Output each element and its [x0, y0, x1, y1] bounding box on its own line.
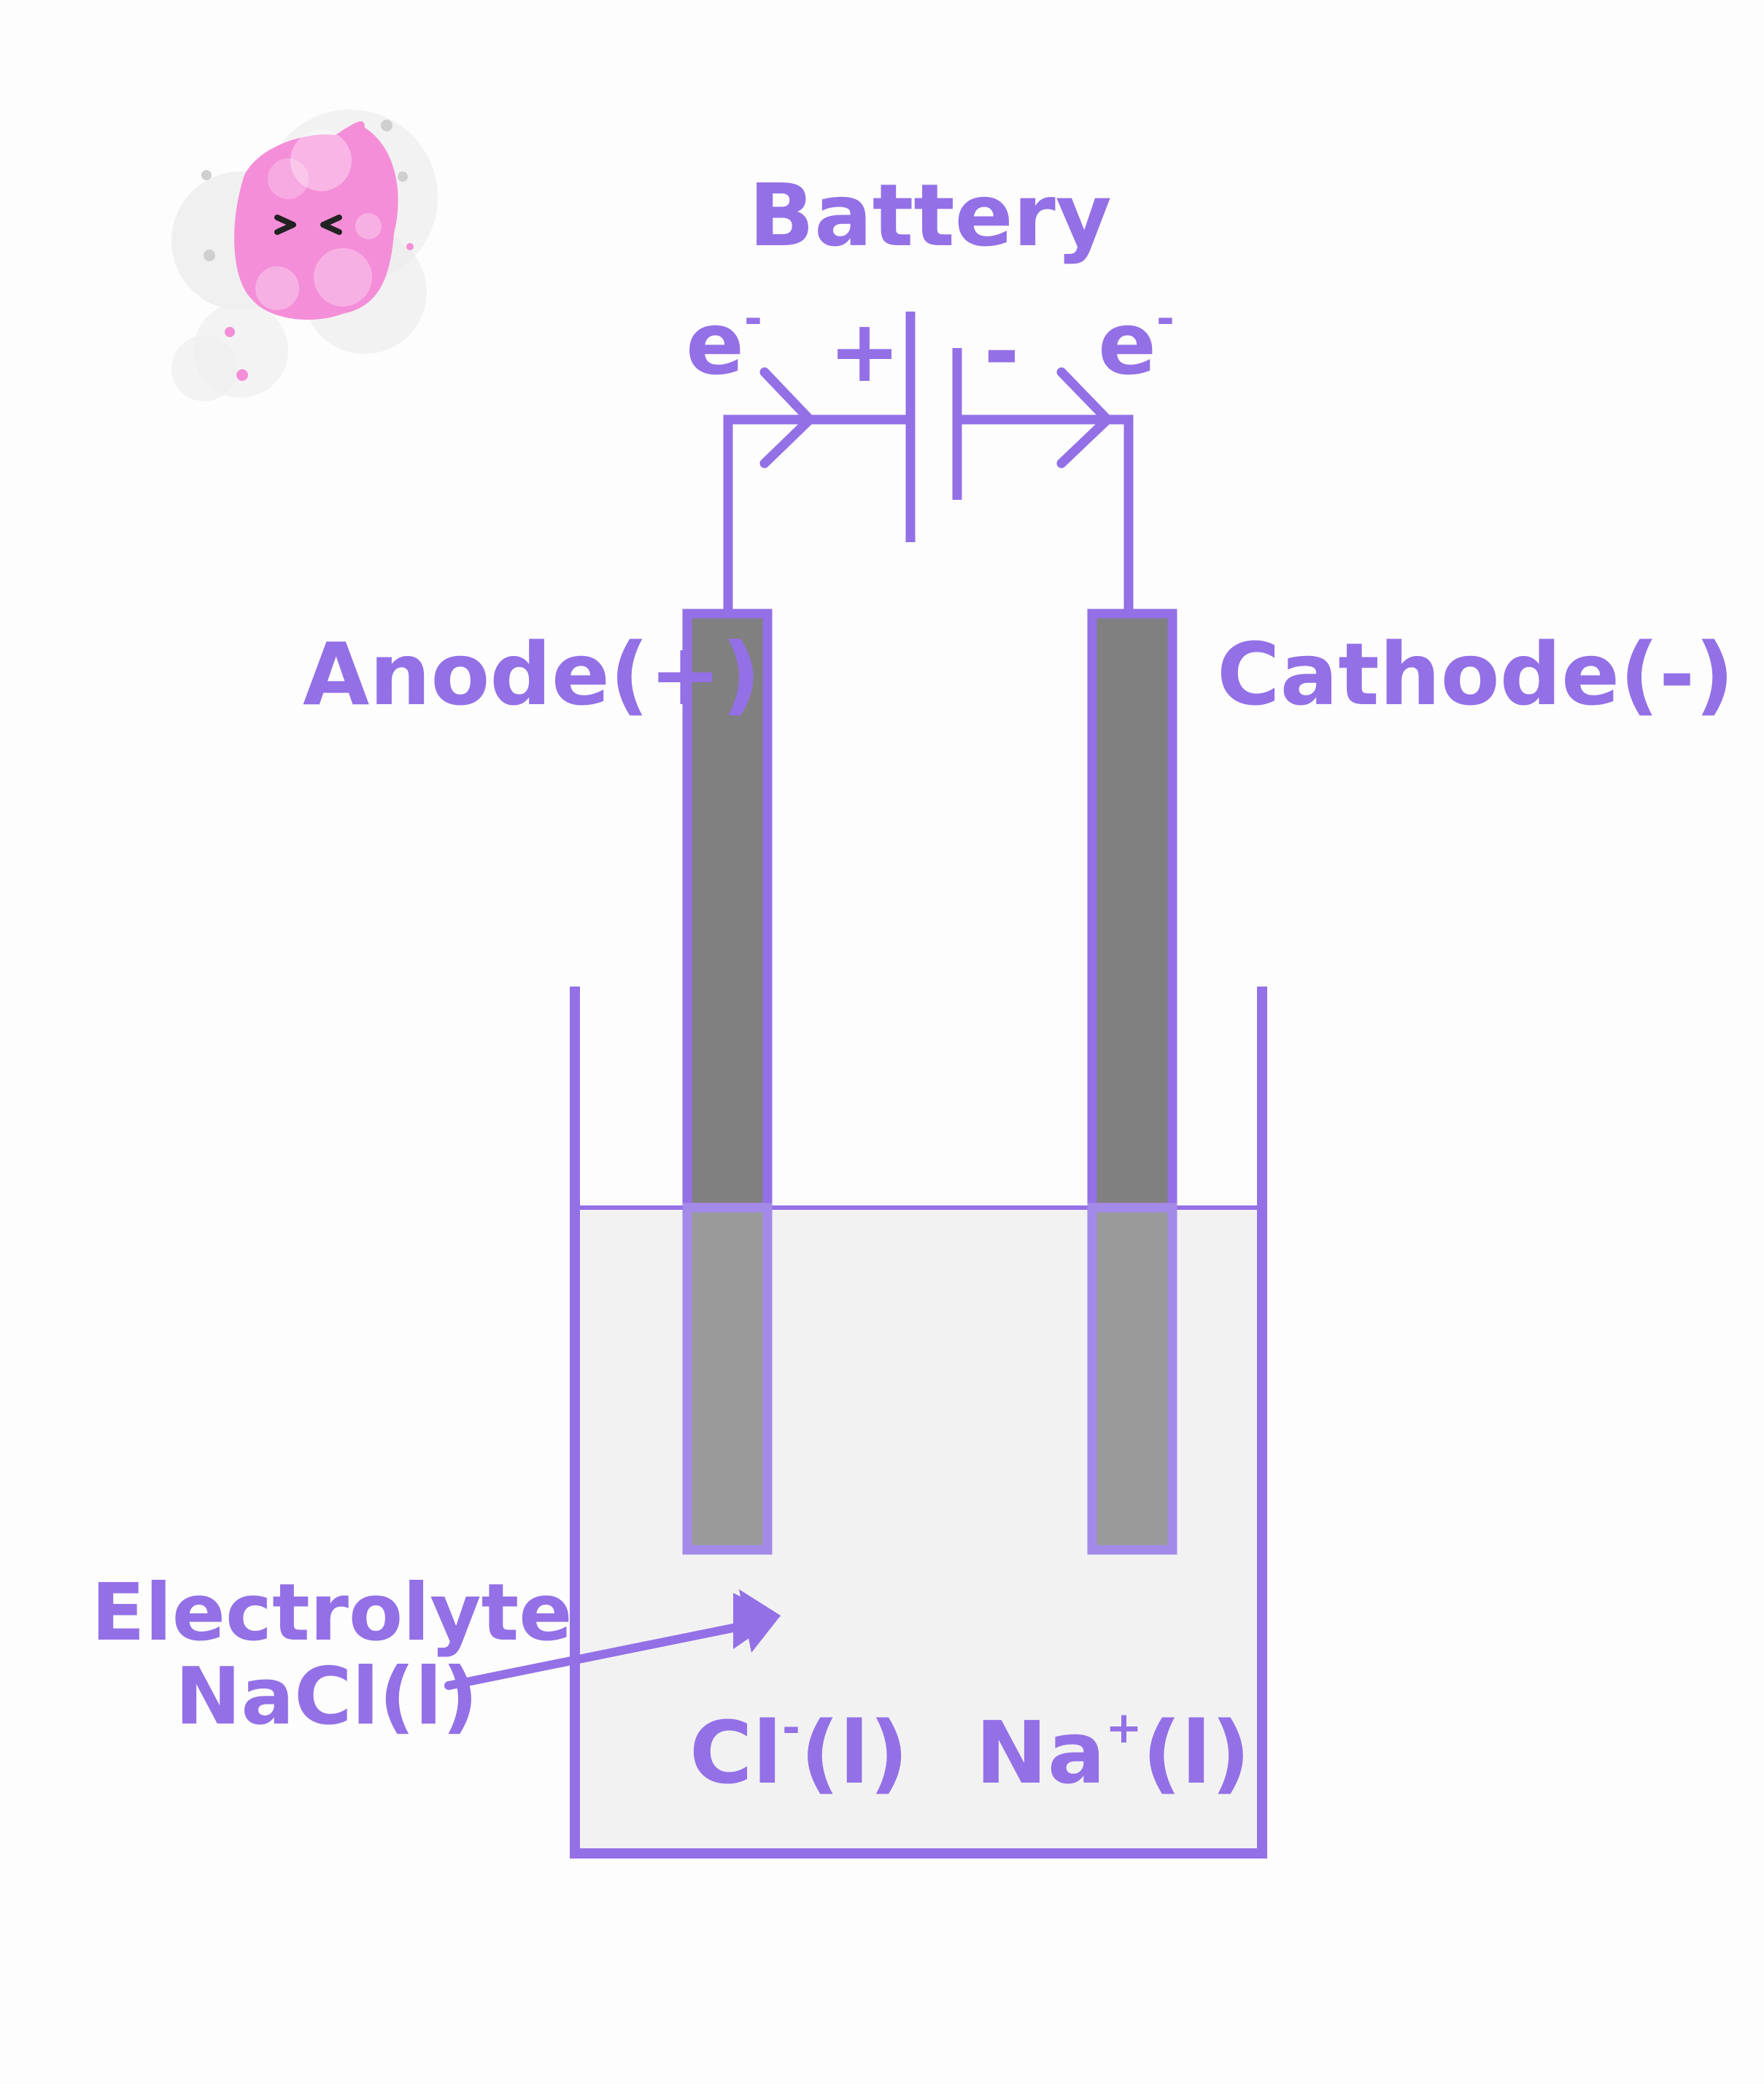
electrolyte-formula: NaCl(l)	[175, 1651, 478, 1743]
electron-label-left: e-	[686, 293, 762, 394]
battery-plus-sign: +	[829, 301, 901, 401]
cathode-label: Cathode(-)	[1217, 624, 1734, 725]
circuit-wire-right	[957, 414, 1134, 609]
battery-title: Battery	[748, 165, 1112, 266]
circuit-wire-left	[723, 414, 910, 609]
chevron-right-icon	[1056, 367, 1113, 468]
electrolyte-label: Electrolyte	[91, 1567, 572, 1659]
electron-label-right: e-	[1098, 293, 1175, 394]
beaker	[570, 987, 1267, 1859]
battery-minus-sign: -	[984, 301, 1020, 401]
anode-electrode	[682, 609, 773, 1555]
arrow-icon	[444, 1589, 781, 1690]
sodium-ion-label: Na+(l)	[975, 1702, 1250, 1803]
anode-label: Anode(+)	[303, 624, 761, 725]
cathode-electrode	[1087, 609, 1177, 1555]
pink-smoke-character-icon	[171, 109, 438, 401]
chloride-ion-label: Cl-(l)	[689, 1702, 908, 1803]
chevron-right-icon	[759, 367, 815, 468]
